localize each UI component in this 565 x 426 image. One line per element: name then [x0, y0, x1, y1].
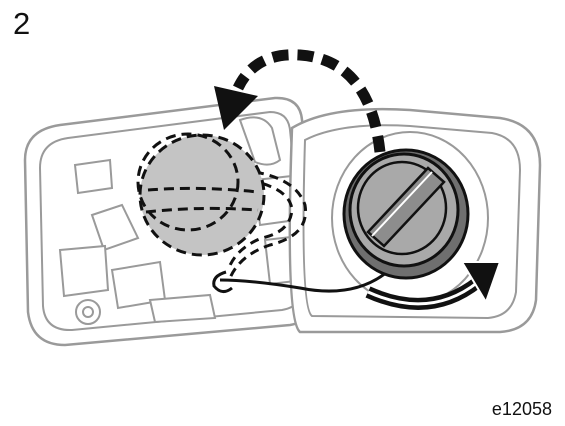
figure-code: e12058 — [491, 399, 552, 419]
tether-cord — [212, 168, 397, 293]
removed-cap-outline — [136, 132, 266, 257]
step-number: 2 — [13, 6, 31, 41]
curved-arrow-icon — [214, 49, 386, 153]
fuel-cap — [342, 148, 470, 280]
rotation-arrow-icon — [365, 261, 502, 310]
